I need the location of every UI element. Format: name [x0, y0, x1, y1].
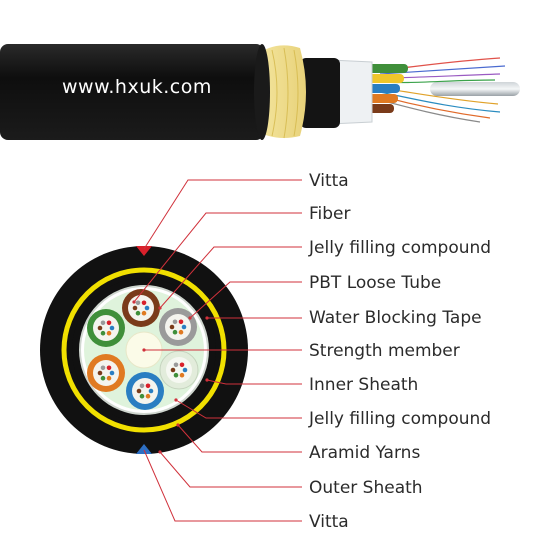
fiber-dot — [170, 367, 176, 373]
leader-lines — [133, 179, 302, 522]
fiber-dot — [178, 319, 184, 325]
fiber-dot — [148, 388, 154, 394]
fiber-dot — [179, 362, 185, 368]
fiber-dot — [109, 325, 115, 331]
label-strength-member: Strength member — [309, 341, 460, 361]
label-outer-sheath: Outer Sheath — [309, 478, 423, 498]
fiber-dot — [97, 370, 103, 376]
fiber-dot — [169, 324, 175, 330]
tube-brown — [122, 289, 160, 327]
label-aramid-yarns: Aramid Yarns — [309, 443, 421, 463]
strength-rod — [430, 82, 520, 96]
fiber-dot — [100, 365, 106, 371]
watermark: www.hxuk.com — [62, 76, 212, 98]
fiber-dot — [139, 383, 145, 389]
label-vitta-top: Vitta — [309, 171, 349, 191]
fiber-dot — [141, 310, 147, 316]
cable-side-view — [0, 44, 520, 140]
label-pbt-loose-tube: PBT Loose Tube — [309, 273, 442, 293]
tube-blue — [126, 372, 164, 410]
label-inner-sheath: Inner Sheath — [309, 375, 419, 395]
outer-sheath-side — [0, 44, 264, 140]
fiber-dots — [97, 300, 188, 399]
fiber-dot — [135, 310, 141, 316]
fiber-dot — [145, 383, 151, 389]
tube-orange — [87, 354, 125, 392]
fiber-dot — [100, 375, 106, 381]
fiber-dot — [141, 300, 147, 306]
vitta-top-marker — [136, 246, 152, 256]
fiber-dot — [109, 370, 115, 376]
fiber-dot — [178, 329, 184, 335]
tube-green — [87, 309, 125, 347]
fiber-dot — [136, 388, 142, 394]
fiber-dot — [97, 325, 103, 331]
fiber-dot — [100, 330, 106, 336]
fiber-dot — [181, 324, 187, 330]
fiber-dot — [172, 319, 178, 325]
fiber-dot — [106, 365, 112, 371]
fiber-dot — [106, 320, 112, 326]
fiber-dot — [106, 330, 112, 336]
label-water-blocking-tape: Water Blocking Tape — [309, 308, 482, 328]
label-fiber: Fiber — [309, 204, 351, 224]
fiber-dot — [100, 320, 106, 326]
fiber-dot — [135, 300, 141, 306]
fiber-dot — [144, 305, 150, 311]
fiber-dot — [173, 362, 179, 368]
fiber-dot — [179, 372, 185, 378]
tube-gray — [159, 308, 197, 346]
label-jelly-filling-compound-bottom: Jelly filling compound — [309, 409, 492, 429]
fiber-dot — [182, 367, 188, 373]
tube-white — [159, 350, 199, 390]
fiber-dot — [145, 393, 151, 399]
fiber-dot — [132, 305, 138, 311]
label-jelly-filling-compound-top: Jelly filling compound — [309, 238, 492, 258]
label-vitta-bottom: Vitta — [309, 512, 349, 532]
inner-sheath-side — [300, 58, 340, 128]
fiber-dot — [139, 393, 145, 399]
fiber-dot — [106, 375, 112, 381]
leader-endpoints — [132, 300, 209, 454]
fiber-dot — [172, 329, 178, 335]
fiber-dot — [173, 372, 179, 378]
vitta-bottom-marker — [136, 444, 152, 454]
